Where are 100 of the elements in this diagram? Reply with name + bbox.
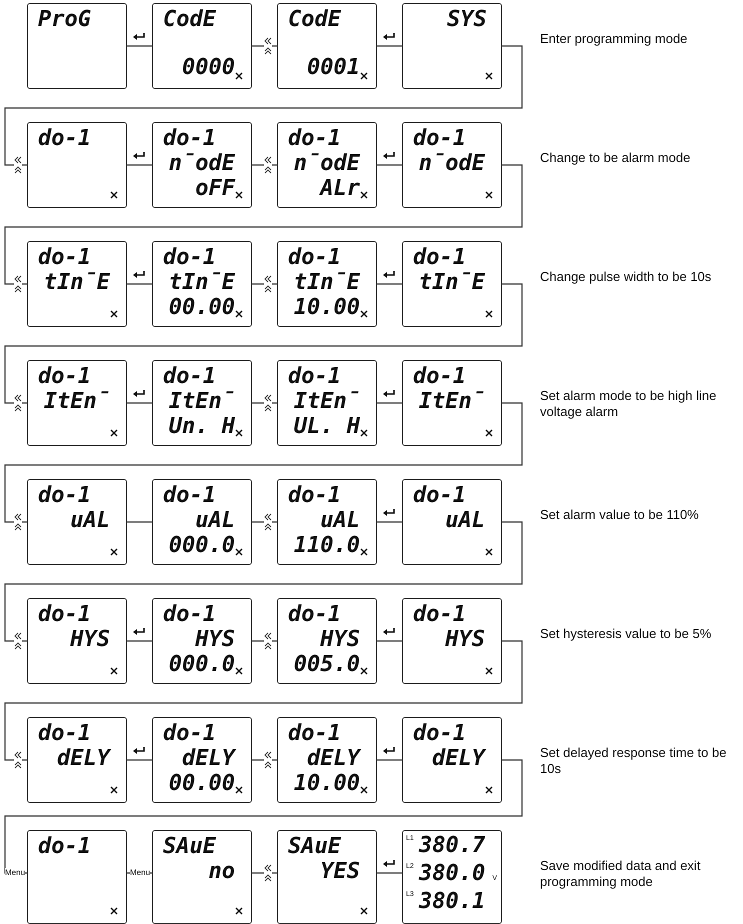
lcd-text: no <box>208 860 235 884</box>
lcd-reading: 380.7 <box>419 834 486 858</box>
connector-line <box>252 283 277 285</box>
lcd-text: dELY <box>307 747 360 771</box>
lcd-text: do-1 <box>163 246 216 270</box>
lcd-screen <box>277 3 377 89</box>
lcd-screen <box>27 122 127 208</box>
connector-line <box>127 164 152 166</box>
connector-line <box>4 640 523 761</box>
lcd-text: do-1 <box>288 127 341 151</box>
lcd-text: SYS <box>447 8 487 32</box>
lcd-screen <box>402 3 502 89</box>
lcd-reading: 380.1 <box>419 890 486 914</box>
connector-line <box>377 45 402 47</box>
lcd-text: tIn̄E <box>44 271 110 295</box>
lcd-screen <box>277 598 377 684</box>
lcd-text: 00.00 <box>168 296 235 320</box>
connector-line <box>127 283 152 285</box>
lcd-text: do-1 <box>413 722 466 746</box>
lcd-text: do-1 <box>413 127 466 151</box>
lcd-text: do-1 <box>163 484 216 508</box>
lcd-screen <box>152 717 252 803</box>
lcd-text: do-1 <box>38 603 91 627</box>
connector-line <box>252 402 277 404</box>
lcd-screen <box>152 598 252 684</box>
connector-line <box>4 402 523 523</box>
lcd-screen <box>402 241 502 327</box>
connector-line <box>377 759 402 761</box>
connector-line <box>4 283 523 404</box>
lcd-text: 000.0 <box>168 653 235 677</box>
lcd-text: 0000 <box>182 56 235 80</box>
lcd-screen <box>402 122 502 208</box>
connector-line <box>252 521 277 523</box>
lcd-text: do-1 <box>38 722 91 746</box>
lcd-screen <box>27 830 127 924</box>
connector-line <box>252 759 277 761</box>
connector-line <box>252 45 277 47</box>
lcd-screen <box>152 241 252 327</box>
lcd-text: tIn̄E <box>168 271 235 295</box>
lcd-text: do-1 <box>413 603 466 627</box>
lcd-screen <box>402 830 502 924</box>
connector-line <box>127 521 152 523</box>
lcd-text: ItEn̄ <box>168 390 235 414</box>
lcd-screen <box>402 598 502 684</box>
lcd-text: SAuE <box>288 835 341 859</box>
lcd-text: ItEn̄ <box>418 390 485 414</box>
lcd-screen <box>27 241 127 327</box>
connector-line <box>4 759 523 874</box>
connector-line <box>127 759 152 761</box>
connector-line <box>4 164 523 285</box>
lcd-text: n̄odE <box>294 152 360 176</box>
connector-line <box>377 164 402 166</box>
lcd-text: do-1 <box>163 603 216 627</box>
lcd-screen <box>277 360 377 446</box>
lcd-screen <box>402 479 502 565</box>
connector-line <box>4 45 523 166</box>
lcd-screen <box>27 479 127 565</box>
lcd-text: do-1 <box>288 722 341 746</box>
lcd-text: ItEn̄ <box>44 390 110 414</box>
lcd-text: do-1 <box>163 365 216 389</box>
lcd-text: tIn̄E <box>294 271 360 295</box>
lcd-text: HYS <box>320 628 360 652</box>
lcd-text: uAL <box>320 509 360 533</box>
step-description: Change pulse width to be 10s <box>540 269 712 285</box>
lcd-text: n̄odE <box>418 152 485 176</box>
lcd-text: uAL <box>70 509 110 533</box>
connector-line <box>252 640 277 642</box>
lcd-text: do-1 <box>413 246 466 270</box>
lcd-text: do-1 <box>413 365 466 389</box>
connector-line <box>127 640 152 642</box>
connector-line <box>377 402 402 404</box>
lcd-screen <box>27 717 127 803</box>
connector-line <box>127 45 152 47</box>
step-description: Set alarm mode to be high line voltage alarm <box>540 388 718 420</box>
lcd-screen <box>27 598 127 684</box>
lcd-screen <box>277 830 377 924</box>
lcd-text: 110.0 <box>294 534 360 558</box>
lcd-text: dELY <box>57 747 110 771</box>
edge-label: Menu <box>5 868 26 878</box>
lcd-screen <box>152 3 252 89</box>
lcd-text: do-1 <box>288 246 341 270</box>
step-description: Set alarm value to be 110% <box>540 507 700 523</box>
lcd-text: uAL <box>445 509 485 533</box>
lcd-text: 000.0 <box>168 534 235 558</box>
connector-line <box>377 872 402 874</box>
lcd-text: ALr <box>320 177 360 201</box>
lcd-screen <box>152 360 252 446</box>
lcd-text: 10.00 <box>294 296 360 320</box>
lcd-text: do-1 <box>38 365 91 389</box>
connector-line <box>4 521 523 642</box>
lcd-screen <box>402 717 502 803</box>
lcd-screen <box>277 479 377 565</box>
lcd-text: CodE <box>163 8 216 32</box>
lcd-text: UL. H <box>294 415 360 439</box>
lcd-text: 005.0 <box>294 653 360 677</box>
lcd-text: do-1 <box>38 246 91 270</box>
lcd-text: 0001 <box>307 56 360 80</box>
lcd-text: dELY <box>432 747 485 771</box>
lcd-text: HYS <box>195 628 235 652</box>
lcd-text: do-1 <box>288 484 341 508</box>
